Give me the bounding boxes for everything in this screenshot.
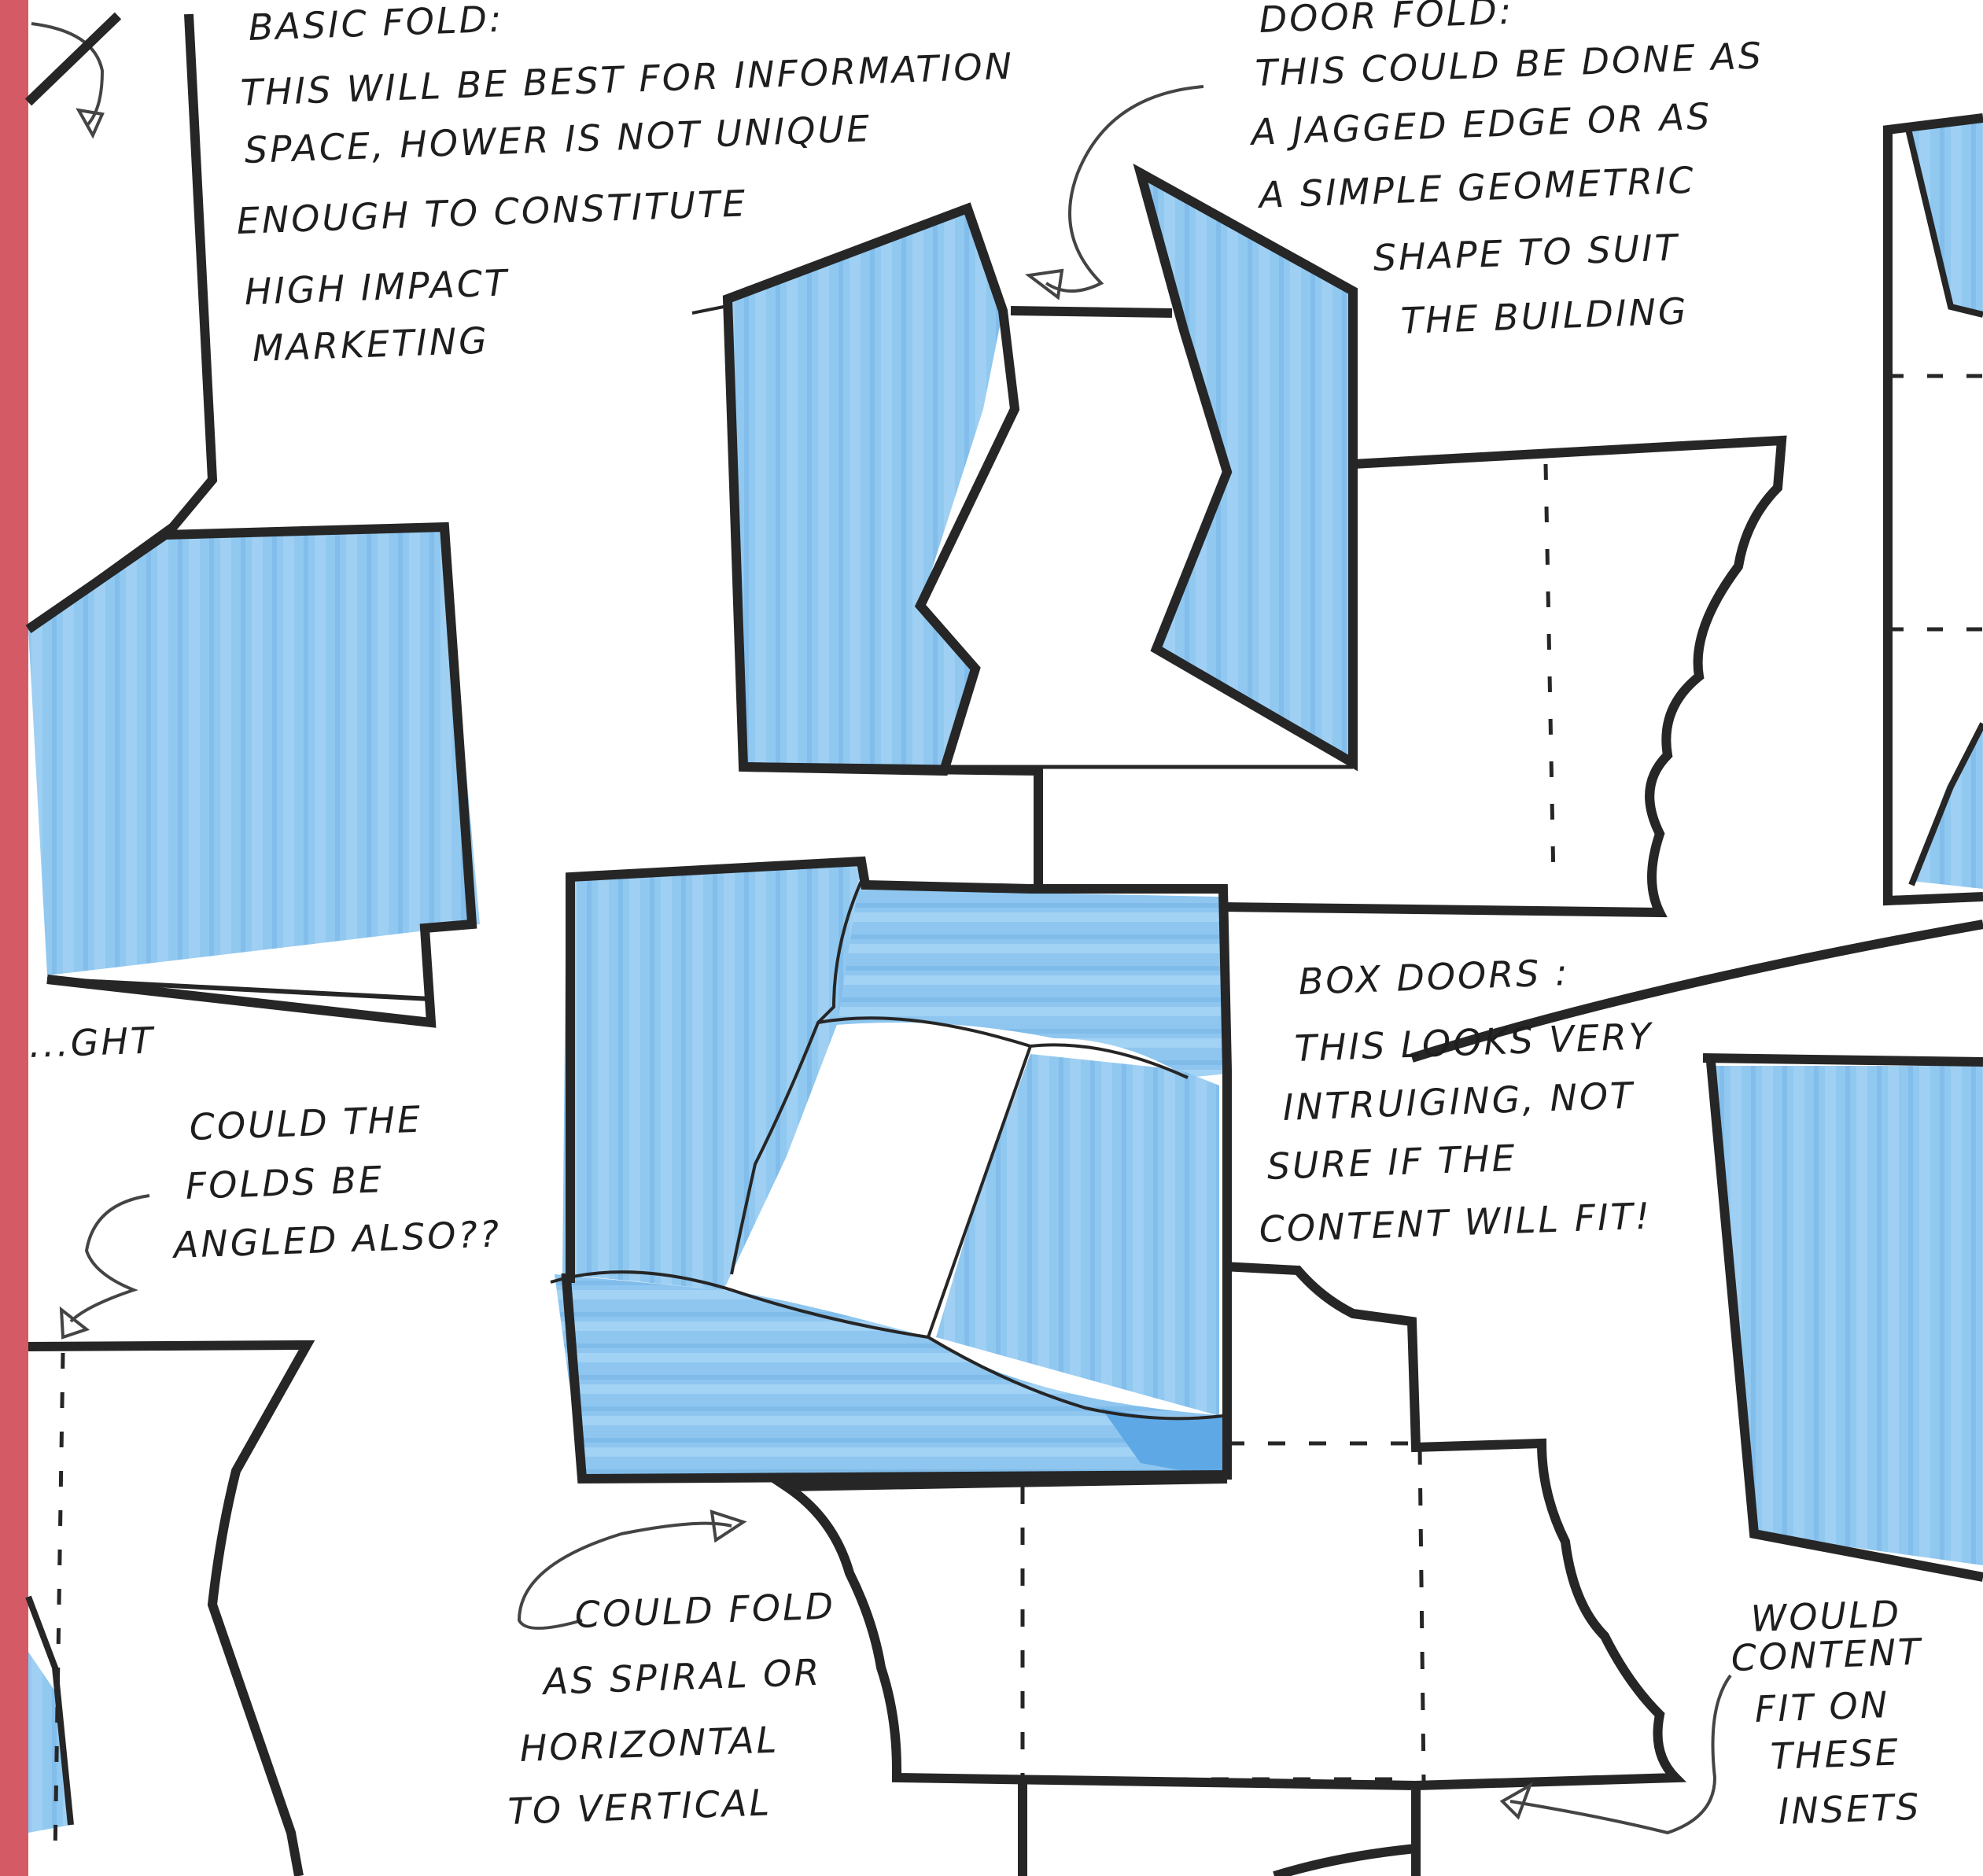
door-fold-sketch	[692, 87, 1782, 912]
basic-fold-blue-panel	[28, 527, 480, 975]
note-line: ANGLED ALSO??	[173, 1215, 502, 1263]
insets-note-arrow	[1510, 1675, 1731, 1833]
note-line: DOOR FOLD:	[1259, 0, 1514, 38]
box-doors-dashed-fold-lines	[1007, 1443, 1424, 1782]
door-fold-right-door	[1141, 173, 1353, 763]
cut-off-left-note: ...GHT	[28, 1022, 156, 1063]
note-line: BASIC FOLD:	[248, 1, 504, 46]
note-line: COULD THE	[189, 1101, 423, 1145]
note-line: HIGH IMPACT	[244, 264, 510, 310]
note-line: AS SPIRAL OR	[543, 1654, 822, 1700]
note-line: THESE	[1770, 1734, 1901, 1775]
note-line: COULD FOLD	[574, 1587, 836, 1633]
note-line: FOLDS BE	[185, 1161, 385, 1204]
note-line: SHAPE TO SUIT	[1373, 229, 1680, 276]
note-line: HORIZONTAL	[519, 1722, 780, 1767]
angled-folds-arrow	[71, 1196, 149, 1321]
note-line: SURE IF THE	[1266, 1140, 1517, 1185]
note-line: MARKETING	[252, 322, 490, 366]
box-doors-right-panel	[936, 1054, 1219, 1416]
box-doors-left-panel	[562, 865, 861, 1290]
note-line: TO VERTICAL	[507, 1784, 772, 1830]
right-bottom-blue-panel	[1715, 1066, 1983, 1565]
note-line: CONTENT	[1731, 1634, 1923, 1676]
note-line: THE BUILDING	[1400, 293, 1689, 339]
note-line: WOULD	[1750, 1595, 1902, 1637]
note-line: BOX DOORS :	[1298, 954, 1570, 1000]
box-doors-top-panel	[818, 885, 1227, 1078]
note-line: INSETS	[1778, 1789, 1922, 1830]
door-fold-left-door	[728, 208, 1003, 771]
diagonal-pen-line	[28, 16, 118, 102]
door-fold-fold-line	[1546, 464, 1554, 881]
angled-folds-sketch	[28, 1196, 307, 1876]
note-line: FIT ON	[1754, 1686, 1890, 1727]
